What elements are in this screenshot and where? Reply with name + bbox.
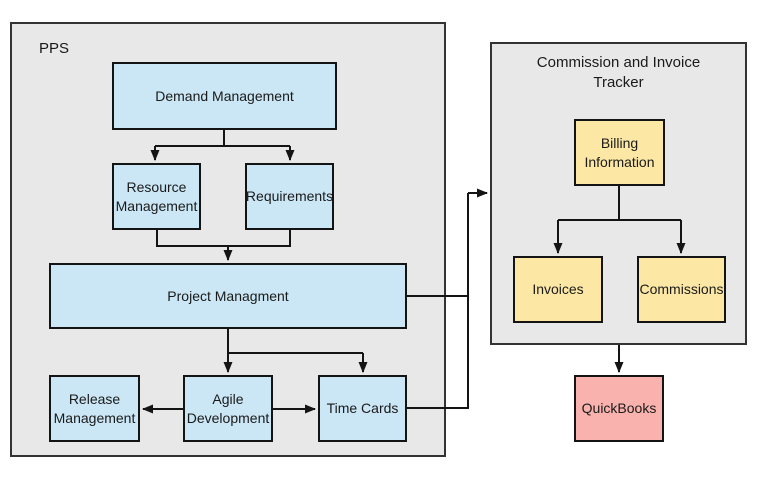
node-demand-management-label: Demand Management xyxy=(155,87,294,104)
node-requirements: Requirements xyxy=(245,163,334,230)
node-agile-development: Agile Development xyxy=(183,375,273,442)
node-quickbooks-label: QuickBooks xyxy=(581,400,657,417)
node-project-management: Project Managment xyxy=(49,263,407,329)
tracker-container-label: Commission and Invoice Tracker xyxy=(536,54,701,92)
node-resource-management-label: Resource Management xyxy=(115,179,198,214)
pps-container-label: PPS xyxy=(39,40,70,57)
node-billing-information-label: Billing Information xyxy=(584,135,655,170)
node-invoices-label: Invoices xyxy=(532,281,584,298)
node-release-management: Release Management xyxy=(49,375,140,442)
node-resource-management: Resource Management xyxy=(112,163,201,230)
node-project-management-label: Project Managment xyxy=(167,287,289,304)
node-time-cards-label: Time Cards xyxy=(326,400,399,417)
node-release-management-label: Release Management xyxy=(53,391,136,426)
node-demand-management: Demand Management xyxy=(112,62,337,130)
node-time-cards: Time Cards xyxy=(318,375,407,442)
node-invoices: Invoices xyxy=(513,256,603,323)
node-requirements-label: Requirements xyxy=(245,188,334,205)
node-commissions: Commissions xyxy=(637,256,726,323)
node-commissions-label: Commissions xyxy=(639,281,724,298)
node-agile-development-label: Agile Development xyxy=(186,391,270,426)
node-billing-information: Billing Information xyxy=(574,119,665,186)
node-quickbooks: QuickBooks xyxy=(574,375,664,442)
